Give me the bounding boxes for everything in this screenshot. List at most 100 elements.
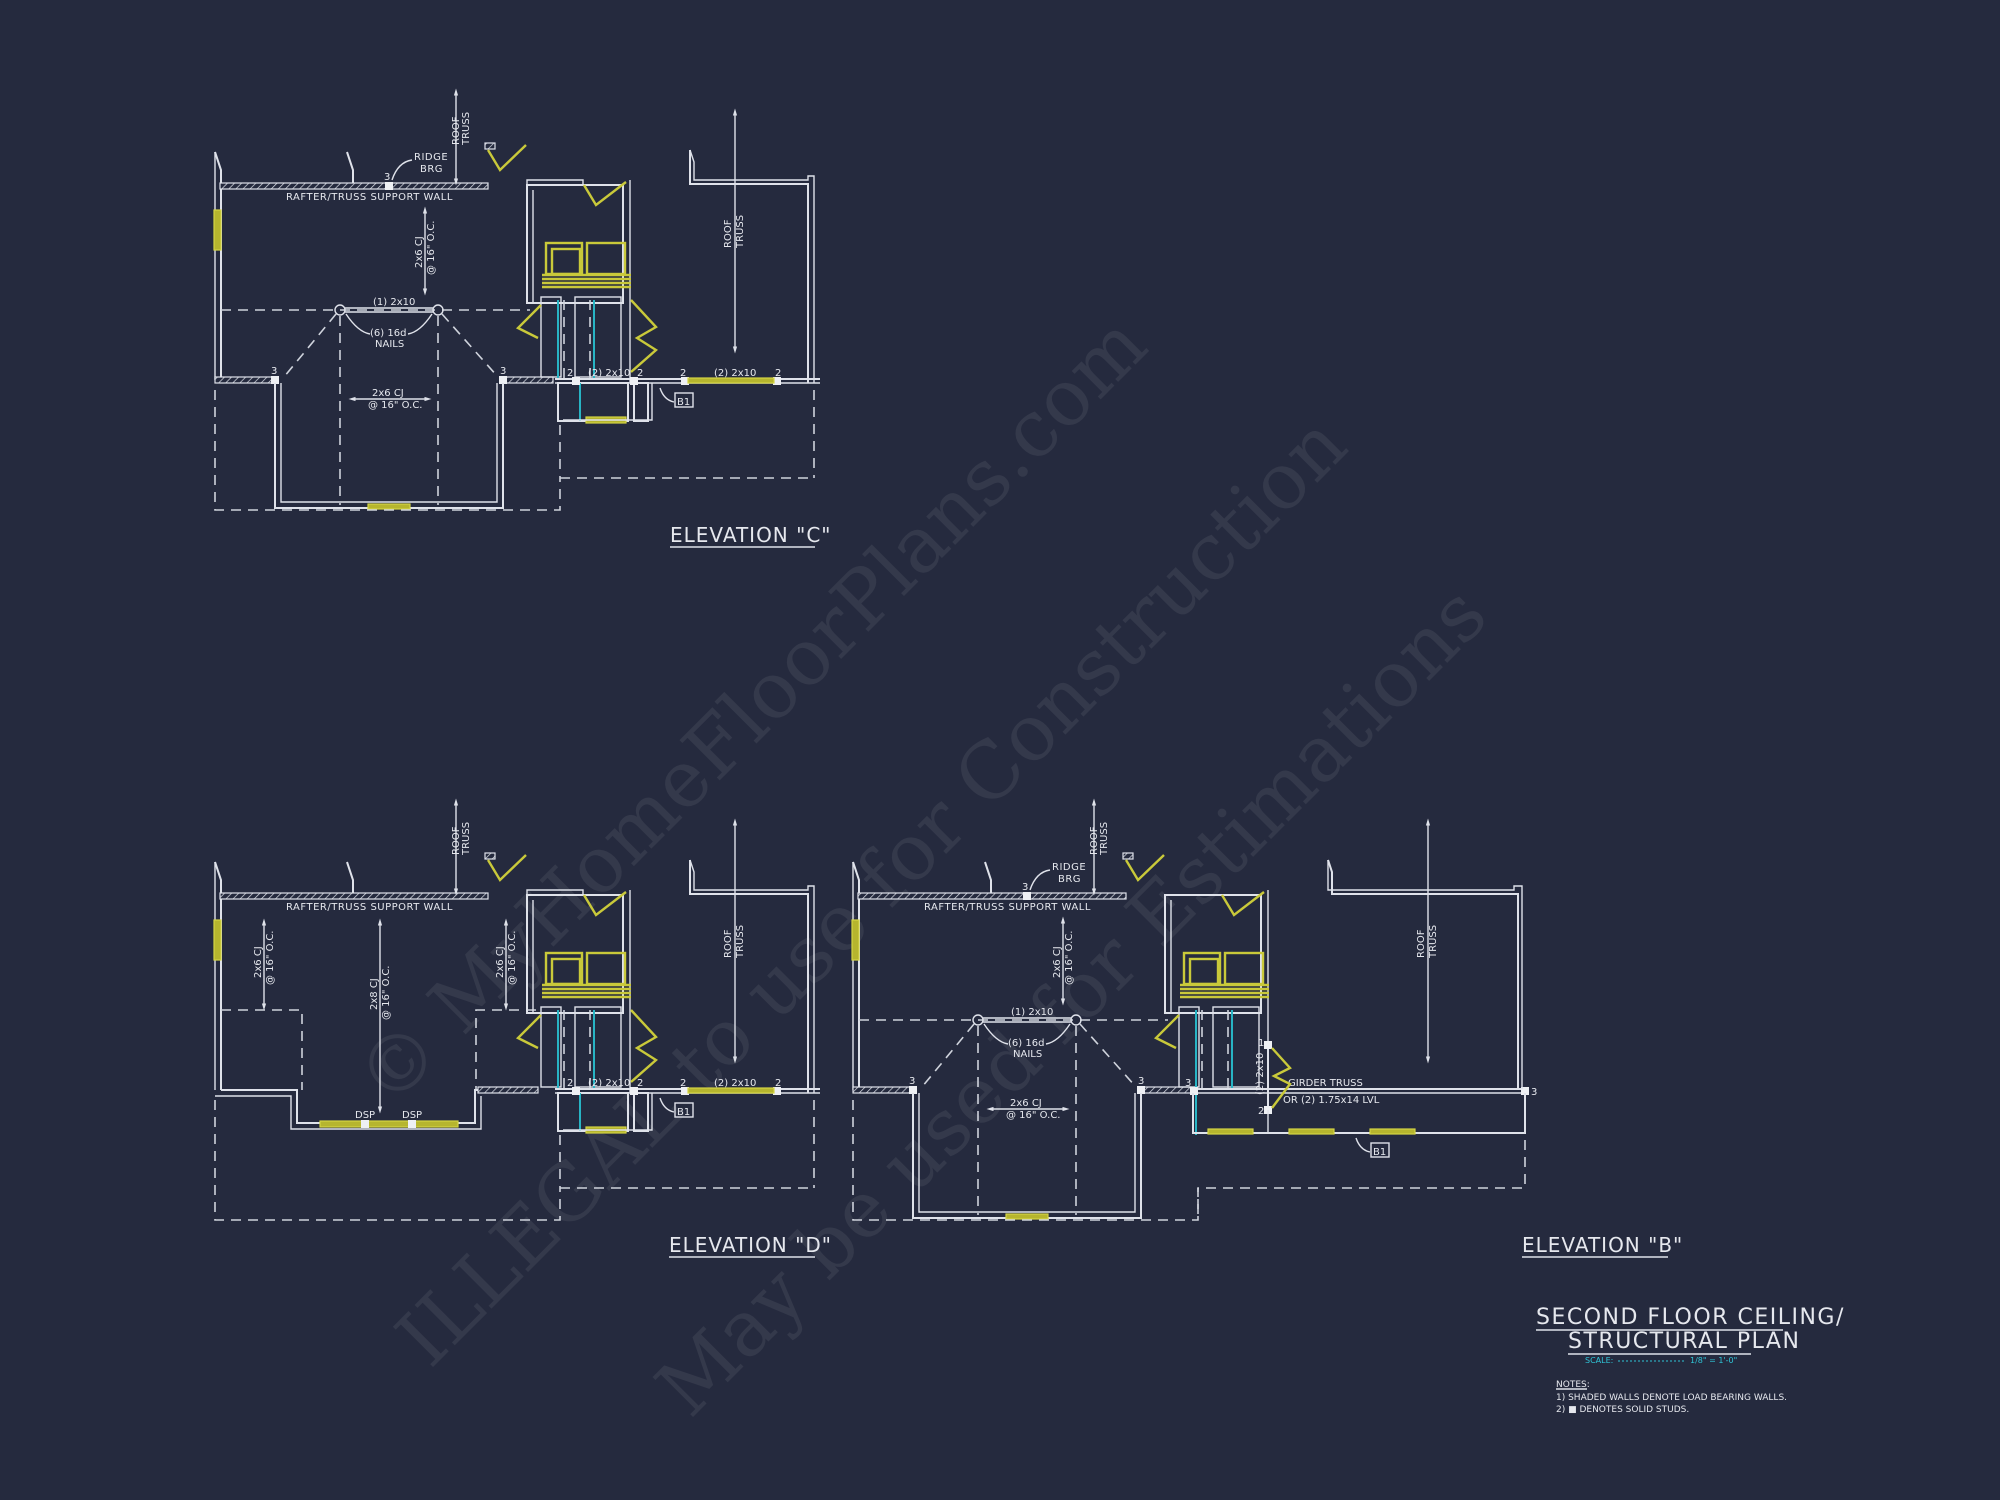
girder-truss-label: OR (2) 1.75x14 LVL (1283, 1095, 1380, 1106)
nails-label: (6) 16d (1008, 1038, 1044, 1049)
support-wall-label: RAFTER/TRUSS SUPPORT WALL (924, 902, 1091, 913)
solid-stud-marker (499, 376, 507, 384)
ceiling-joist-label: @ 16" O.C. (381, 966, 392, 1021)
beam-tag-b1: B1 (1373, 1147, 1386, 1158)
solid-stud-marker (909, 1086, 917, 1094)
solid-stud-marker (572, 1087, 580, 1095)
solid-stud-marker (408, 1120, 416, 1128)
plan-annotation: 2 (775, 1078, 781, 1089)
solid-stud-marker (361, 1120, 369, 1128)
roof-truss-label: TRUSS (735, 215, 746, 249)
plan-annotation: 2 (637, 368, 643, 379)
roof-truss-label: ROOF (723, 929, 734, 958)
roof-truss-label: ROOF (451, 116, 462, 145)
solid-stud-marker (1521, 1087, 1529, 1095)
sheet-title-line-2: STRUCTURAL PLAN (1568, 1329, 1800, 1354)
solid-stud-marker (773, 377, 781, 385)
roof-truss-label: TRUSS (461, 112, 472, 146)
elevation-b-label: ELEVATION "B" (1522, 1233, 1683, 1257)
sheet-title-line-1: SECOND FLOOR CEILING/ (1536, 1305, 1845, 1330)
plan-annotation: 2 (567, 368, 573, 379)
ceiling-joist-label: @ 16" O.C. (1064, 931, 1075, 986)
ceiling-joist-label: @ 16" O.C. (426, 221, 437, 276)
plan-annotation: (2) 2x10 (714, 368, 756, 379)
title-block: SECOND FLOOR CEILING/ STRUCTURAL PLAN SC… (1536, 1305, 1845, 1415)
solid-stud-marker (572, 377, 580, 385)
ceiling-joist-label: @ 16" O.C. (507, 931, 518, 986)
plan-annotation: (2) 2x10 (588, 368, 630, 379)
elevation-c-title: ELEVATION "C" (670, 523, 832, 548)
dsp-label: DSP (402, 1110, 422, 1121)
roof-truss-label: TRUSS (1099, 822, 1110, 856)
ceiling-joist-label: 2x6 CJ (495, 946, 506, 978)
ceiling-joist-label: 2x6 CJ (1010, 1098, 1042, 1109)
solid-stud-marker (681, 377, 689, 385)
elevation-d-label: ELEVATION "D" (669, 1233, 832, 1257)
plan-annotation: 3 (1185, 1078, 1191, 1089)
beam-label: (2) 2x10 (1255, 1053, 1266, 1095)
roof-truss-label: ROOF (451, 826, 462, 855)
dsp-label: DSP (355, 1110, 375, 1121)
plan-annotation: 2 (680, 1078, 686, 1089)
ceiling-joist-label: @ 16" O.C. (368, 400, 423, 411)
plan-annotation: 3 (500, 366, 506, 377)
nails-label: NAILS (375, 339, 404, 350)
solid-stud-marker (1190, 1087, 1198, 1095)
plan-annotation: 2 (680, 368, 686, 379)
scale-value: 1/8" = 1'-0" (1690, 1356, 1737, 1365)
beam-tag-b1: B1 (677, 1107, 690, 1118)
note-1: 1) SHADED WALLS DENOTE LOAD BEARING WALL… (1556, 1393, 1787, 1403)
elevation-b-title: ELEVATION "B" (1522, 1233, 1683, 1258)
ceiling-joist-label: 2x6 CJ (414, 236, 425, 268)
plan-annotation: 2 (637, 1078, 643, 1089)
elevation-d-title: ELEVATION "D" (669, 1233, 832, 1258)
ceiling-joist-label: 2x8 CJ (369, 978, 380, 1010)
plan-annotation: 1 (1258, 1038, 1264, 1049)
plan-annotation: 3 (1022, 882, 1028, 893)
scale-label: SCALE: (1585, 1356, 1613, 1365)
beam-label: (1) 2x10 (1011, 1007, 1053, 1018)
note-2: 2) ■ DENOTES SOLID STUDS. (1556, 1405, 1689, 1415)
plan-annotation: 2 (1258, 1106, 1264, 1117)
solid-stud-marker (630, 377, 638, 385)
ceiling-joist-label: @ 16" O.C. (265, 931, 276, 986)
solid-stud-marker (630, 1087, 638, 1095)
roof-truss-label: TRUSS (735, 925, 746, 959)
roof-truss-label: TRUSS (1428, 925, 1439, 959)
roof-truss-label: TRUSS (461, 822, 472, 856)
roof-truss-label: ROOF (1089, 826, 1100, 855)
nails-label: NAILS (1013, 1049, 1042, 1060)
plan-annotation: 2 (775, 368, 781, 379)
elevation-c-label: ELEVATION "C" (670, 523, 832, 547)
solid-stud-marker (385, 182, 393, 190)
plan-annotation: 3 (1531, 1087, 1537, 1098)
girder-truss-label: GIRDER TRUSS (1288, 1078, 1363, 1089)
ceiling-joist-label: 2x6 CJ (1052, 946, 1063, 978)
ridge-bearing-label: RIDGE (414, 152, 448, 163)
solid-stud-marker (1137, 1086, 1145, 1094)
ceiling-joist-label: @ 16" O.C. (1006, 1110, 1061, 1121)
solid-stud-marker (773, 1087, 781, 1095)
ridge-bearing-label: RIDGE (1052, 862, 1086, 873)
solid-stud-marker (271, 376, 279, 384)
nails-label: (6) 16d (370, 328, 406, 339)
beam-tag-b1: B1 (677, 397, 690, 408)
plan-annotation: 3 (384, 172, 390, 183)
solid-stud-marker (1023, 892, 1031, 900)
ceiling-joist-label: 2x6 CJ (253, 946, 264, 978)
support-wall-label: RAFTER/TRUSS SUPPORT WALL (286, 192, 453, 203)
plan-annotation: 3 (1138, 1076, 1144, 1087)
plan-annotation: (2) 2x10 (714, 1078, 756, 1089)
solid-stud-marker (1264, 1041, 1272, 1049)
plan-annotation: 2 (567, 1078, 573, 1089)
plan-annotation: (2) 2x10 (588, 1078, 630, 1089)
ceiling-joist-label: 2x6 CJ (372, 388, 404, 399)
beam-label: (1) 2x10 (373, 297, 415, 308)
ridge-bearing-label: BRG (1058, 874, 1081, 885)
roof-truss-label: ROOF (723, 219, 734, 248)
plan-annotation: 3 (909, 1076, 915, 1087)
